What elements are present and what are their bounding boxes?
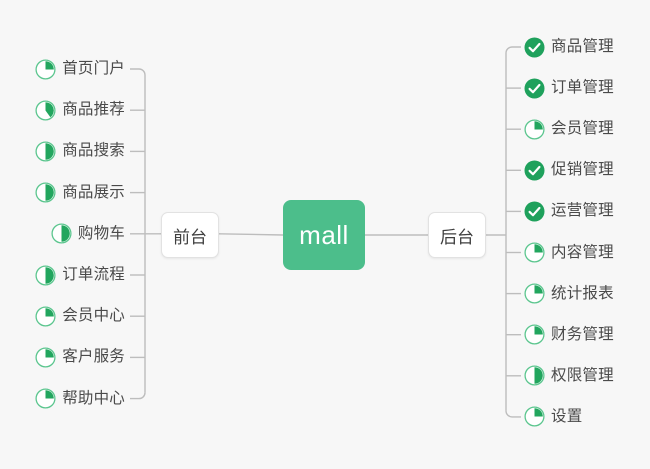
branch-label-frontend: 前台 <box>173 227 207 247</box>
leaf-label: 商品展示 <box>62 183 125 201</box>
pie-progress-icon <box>35 58 56 80</box>
pie-progress-icon <box>524 406 545 427</box>
leaf-node-right-5[interactable]: 内容管理 <box>524 240 614 266</box>
leaf-node-left-0[interactable]: 首页门户 <box>35 56 125 82</box>
leaf-label: 帮助中心 <box>62 389 125 407</box>
leaf-node-right-8[interactable]: 权限管理 <box>524 363 614 389</box>
pie-progress-icon <box>35 306 56 327</box>
leaf-label: 商品管理 <box>551 38 614 55</box>
leaf-label: 会员中心 <box>62 307 125 325</box>
leaf-node-left-7[interactable]: 客户服务 <box>35 344 125 370</box>
leaf-label: 订单流程 <box>62 266 125 283</box>
leaf-node-right-4[interactable]: 运营管理 <box>524 198 614 224</box>
leaf-label: 权限管理 <box>551 366 614 384</box>
leaf-label: 财务管理 <box>551 325 614 343</box>
check-circle-icon <box>524 201 545 222</box>
leaf-node-right-0[interactable]: 商品管理 <box>524 34 614 60</box>
leaf-node-right-9[interactable]: 设置 <box>524 404 582 430</box>
leaf-node-right-1[interactable]: 订单管理 <box>524 75 614 101</box>
leaf-node-left-3[interactable]: 商品展示 <box>35 180 125 206</box>
check-circle-icon <box>524 160 545 181</box>
pie-progress-icon <box>524 119 545 140</box>
leaf-label: 运营管理 <box>551 202 614 220</box>
leaf-label: 首页门户 <box>62 60 125 77</box>
connector-path <box>130 392 146 400</box>
leaf-label: 客户服务 <box>62 348 125 366</box>
leaf-label: 订单管理 <box>551 79 614 97</box>
leaf-label: 促销管理 <box>551 161 614 179</box>
check-circle-icon <box>524 37 545 57</box>
leaf-label: 商品搜索 <box>62 142 125 160</box>
leaf-label: 内容管理 <box>551 243 614 261</box>
connector-path <box>218 233 284 236</box>
branch-label-backend: 后台 <box>440 227 474 247</box>
leaf-label: 设置 <box>551 407 583 425</box>
pie-progress-icon <box>35 100 56 121</box>
branch-node-frontend[interactable]: 前台 <box>161 212 219 258</box>
connector-path <box>505 410 521 418</box>
pie-progress-icon <box>35 388 56 409</box>
leaf-node-right-6[interactable]: 统计报表 <box>524 281 614 307</box>
branch-node-backend[interactable]: 后台 <box>428 212 486 258</box>
leaf-node-left-6[interactable]: 会员中心 <box>35 303 125 329</box>
leaf-node-left-2[interactable]: 商品搜索 <box>35 138 125 164</box>
pie-progress-icon <box>35 347 56 368</box>
leaf-label: 会员管理 <box>551 120 614 138</box>
pie-progress-icon <box>35 182 56 203</box>
pie-progress-icon <box>524 324 545 345</box>
pie-progress-icon <box>524 365 545 386</box>
connector-path <box>505 46 521 54</box>
pie-progress-icon <box>524 283 545 304</box>
pie-progress-icon <box>524 242 545 263</box>
leaf-node-left-4[interactable]: 购物车 <box>51 221 125 247</box>
leaf-node-right-7[interactable]: 财务管理 <box>524 322 614 348</box>
leaf-node-right-3[interactable]: 促销管理 <box>524 157 614 183</box>
pie-progress-icon <box>51 223 72 244</box>
root-node-mall[interactable]: mall <box>283 200 365 270</box>
leaf-label: 购物车 <box>77 224 125 242</box>
leaf-label: 统计报表 <box>551 284 614 302</box>
connector-path <box>130 68 146 76</box>
leaf-node-left-1[interactable]: 商品推荐 <box>35 97 125 123</box>
check-circle-icon <box>524 78 545 99</box>
pie-progress-icon <box>35 264 56 286</box>
leaf-label: 商品推荐 <box>62 101 125 119</box>
leaf-node-right-2[interactable]: 会员管理 <box>524 116 614 142</box>
pie-progress-icon <box>35 141 56 162</box>
leaf-node-left-5[interactable]: 订单流程 <box>35 262 125 288</box>
root-label: mall <box>299 219 349 250</box>
leaf-node-left-8[interactable]: 帮助中心 <box>35 386 125 412</box>
